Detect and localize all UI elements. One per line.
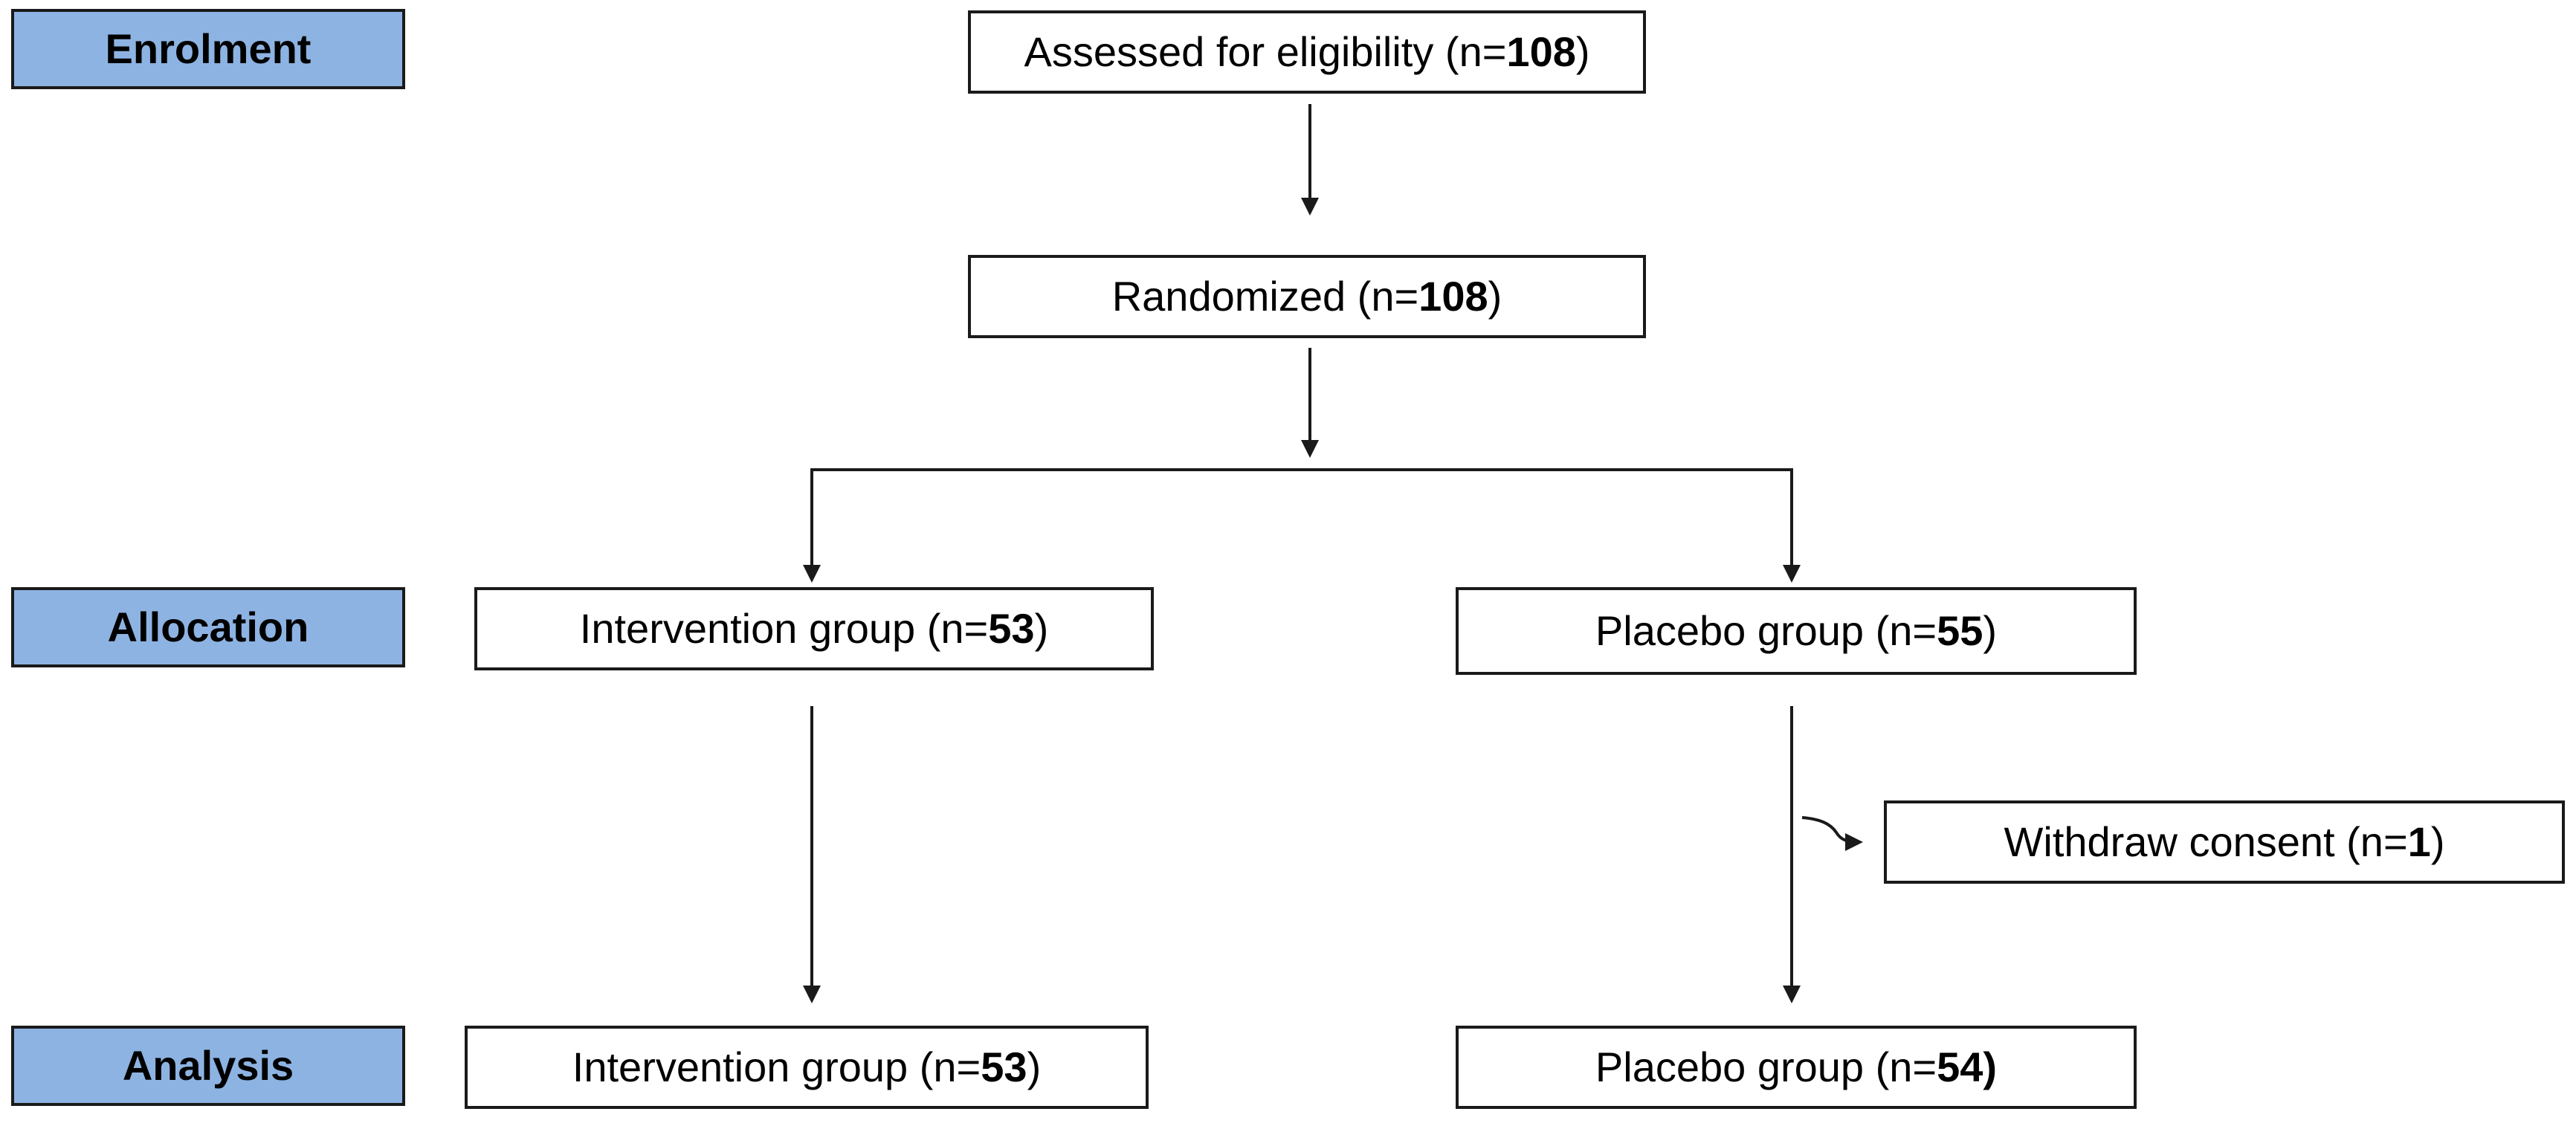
box-intervention-analysis-text: Intervention group (n= (572, 1044, 981, 1090)
box-placebo-analysis-close: ) (1983, 1044, 1998, 1090)
arrow-to-withdraw (1801, 816, 1863, 851)
box-withdraw-consent: Withdraw consent (n=1) (1884, 800, 2565, 884)
box-intervention-analysis-close: ) (1027, 1044, 1042, 1090)
box-assessed-count: 108 (1506, 28, 1576, 75)
box-placebo-allocation: Placebo group (n=55) (1456, 587, 2137, 675)
box-placebo-analysis-count: 54 (1937, 1044, 1983, 1090)
box-randomized-close: ) (1488, 273, 1502, 320)
box-withdraw-text: Withdraw consent (n= (2004, 818, 2408, 865)
box-intervention-allocation-text: Intervention group (n= (579, 605, 989, 652)
box-placebo-analysis-text: Placebo group (n= (1595, 1044, 1937, 1090)
box-randomized-count: 108 (1418, 273, 1488, 320)
stage-label-enrolment: Enrolment (11, 9, 405, 89)
stage-label-analysis: Analysis (11, 1026, 405, 1106)
stage-label-enrolment-text: Enrolment (105, 25, 311, 72)
box-placebo-allocation-count: 55 (1937, 607, 1983, 654)
box-intervention-allocation-close: ) (1034, 605, 1049, 652)
box-intervention-analysis-count: 53 (981, 1044, 1027, 1090)
box-randomized: Randomized (n=108) (968, 255, 1646, 338)
box-assessed-text: Assessed for eligibility (n= (1024, 28, 1507, 75)
box-placebo-allocation-close: ) (1983, 607, 1998, 654)
box-intervention-analysis: Intervention group (n=53) (465, 1026, 1149, 1109)
stage-label-allocation: Allocation (11, 587, 405, 667)
stage-label-allocation-text: Allocation (107, 604, 309, 650)
box-intervention-allocation: Intervention group (n=53) (474, 587, 1154, 670)
stage-label-analysis-text: Analysis (122, 1042, 294, 1089)
box-withdraw-count: 1 (2407, 818, 2431, 865)
box-placebo-allocation-text: Placebo group (n= (1595, 607, 1937, 654)
box-assessed-close: ) (1575, 28, 1590, 75)
box-randomized-text: Randomized (n= (1111, 273, 1419, 320)
box-assessed-for-eligibility: Assessed for eligibility (n=108) (968, 10, 1646, 94)
box-intervention-allocation-count: 53 (988, 605, 1035, 652)
box-withdraw-close: ) (2430, 818, 2445, 865)
box-placebo-analysis: Placebo group (n=54) (1456, 1026, 2137, 1109)
